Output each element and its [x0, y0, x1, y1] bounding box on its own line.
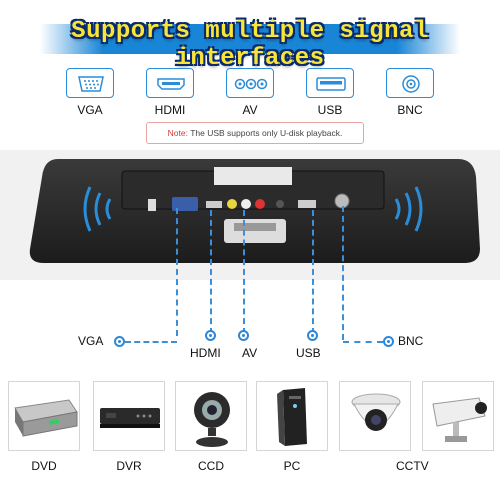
webcam-icon — [194, 392, 230, 447]
note-text: The USB supports only U-disk playback. — [190, 128, 343, 138]
title-highlight-band — [40, 24, 460, 54]
av-connector-line — [243, 210, 245, 334]
dome-camera-icon — [351, 393, 401, 431]
interface-av: AV — [226, 68, 274, 117]
bnc-port-icon — [402, 75, 420, 93]
interface-bnc: BNC — [386, 68, 434, 117]
device-label: PC — [283, 459, 301, 473]
device-label: CCD — [198, 459, 224, 473]
interface-vga: VGA — [66, 68, 114, 117]
pc-tower-icon — [277, 388, 307, 446]
vga-bullet-icon — [114, 336, 125, 347]
interface-label: USB — [317, 103, 343, 117]
port-label-vga: VGA — [78, 334, 104, 348]
hdmi-connector-line — [210, 210, 212, 334]
device-pc: PC — [256, 381, 328, 473]
interface-hdmi: HDMI — [146, 68, 194, 117]
bullet-camera-icon — [432, 397, 487, 442]
interface-icon-row: VGA HDMI AV USB — [0, 68, 500, 124]
bnc-connector-line — [342, 206, 344, 340]
device-ccd: CCD — [175, 381, 247, 473]
device-dome-camera — [339, 381, 411, 451]
dvr-recorder-icon — [100, 408, 160, 428]
av-bullet-icon — [238, 330, 249, 341]
interface-label: VGA — [77, 103, 103, 117]
port-label-usb: USB — [296, 346, 321, 360]
interface-label: BNC — [397, 103, 423, 117]
device-label: DVR — [116, 459, 142, 473]
port-label-av: AV — [242, 346, 258, 360]
device-dvr: DVR — [93, 381, 165, 473]
interface-usb: USB — [306, 68, 354, 117]
interface-label: HDMI — [154, 103, 186, 117]
device-bullet-camera — [422, 381, 494, 451]
vga-connector-line — [176, 208, 178, 336]
note-prefix: Note: — [167, 128, 191, 138]
usb-port-icon — [316, 77, 346, 91]
usb-note: Note: The USB supports only U-disk playb… — [146, 122, 364, 144]
hdmi-bullet-icon — [205, 330, 216, 341]
vga-horizontal-line — [125, 341, 177, 343]
port-label-bnc: BNC — [398, 334, 424, 348]
bnc-bullet-icon — [383, 336, 394, 347]
device-label: DVD — [31, 459, 57, 473]
port-label-hdmi: HDMI — [190, 346, 221, 360]
bnc-horizontal-line — [343, 341, 383, 343]
device-dvd: DVD — [8, 381, 80, 473]
vga-port-icon — [78, 76, 104, 92]
device-label-cctv: CCTV — [396, 459, 429, 473]
usb-bullet-icon — [307, 330, 318, 341]
hdmi-port-icon — [157, 78, 185, 90]
page-title: Supports multiple signal interfaces — [71, 18, 429, 72]
interface-label: AV — [242, 103, 258, 117]
title-banner: Supports multiple signal interfaces — [0, 16, 500, 72]
dvd-player-icon — [14, 399, 78, 437]
usb-connector-line — [312, 210, 314, 334]
monitor-rear-panel — [29, 159, 480, 263]
av-port-icon — [234, 78, 268, 90]
